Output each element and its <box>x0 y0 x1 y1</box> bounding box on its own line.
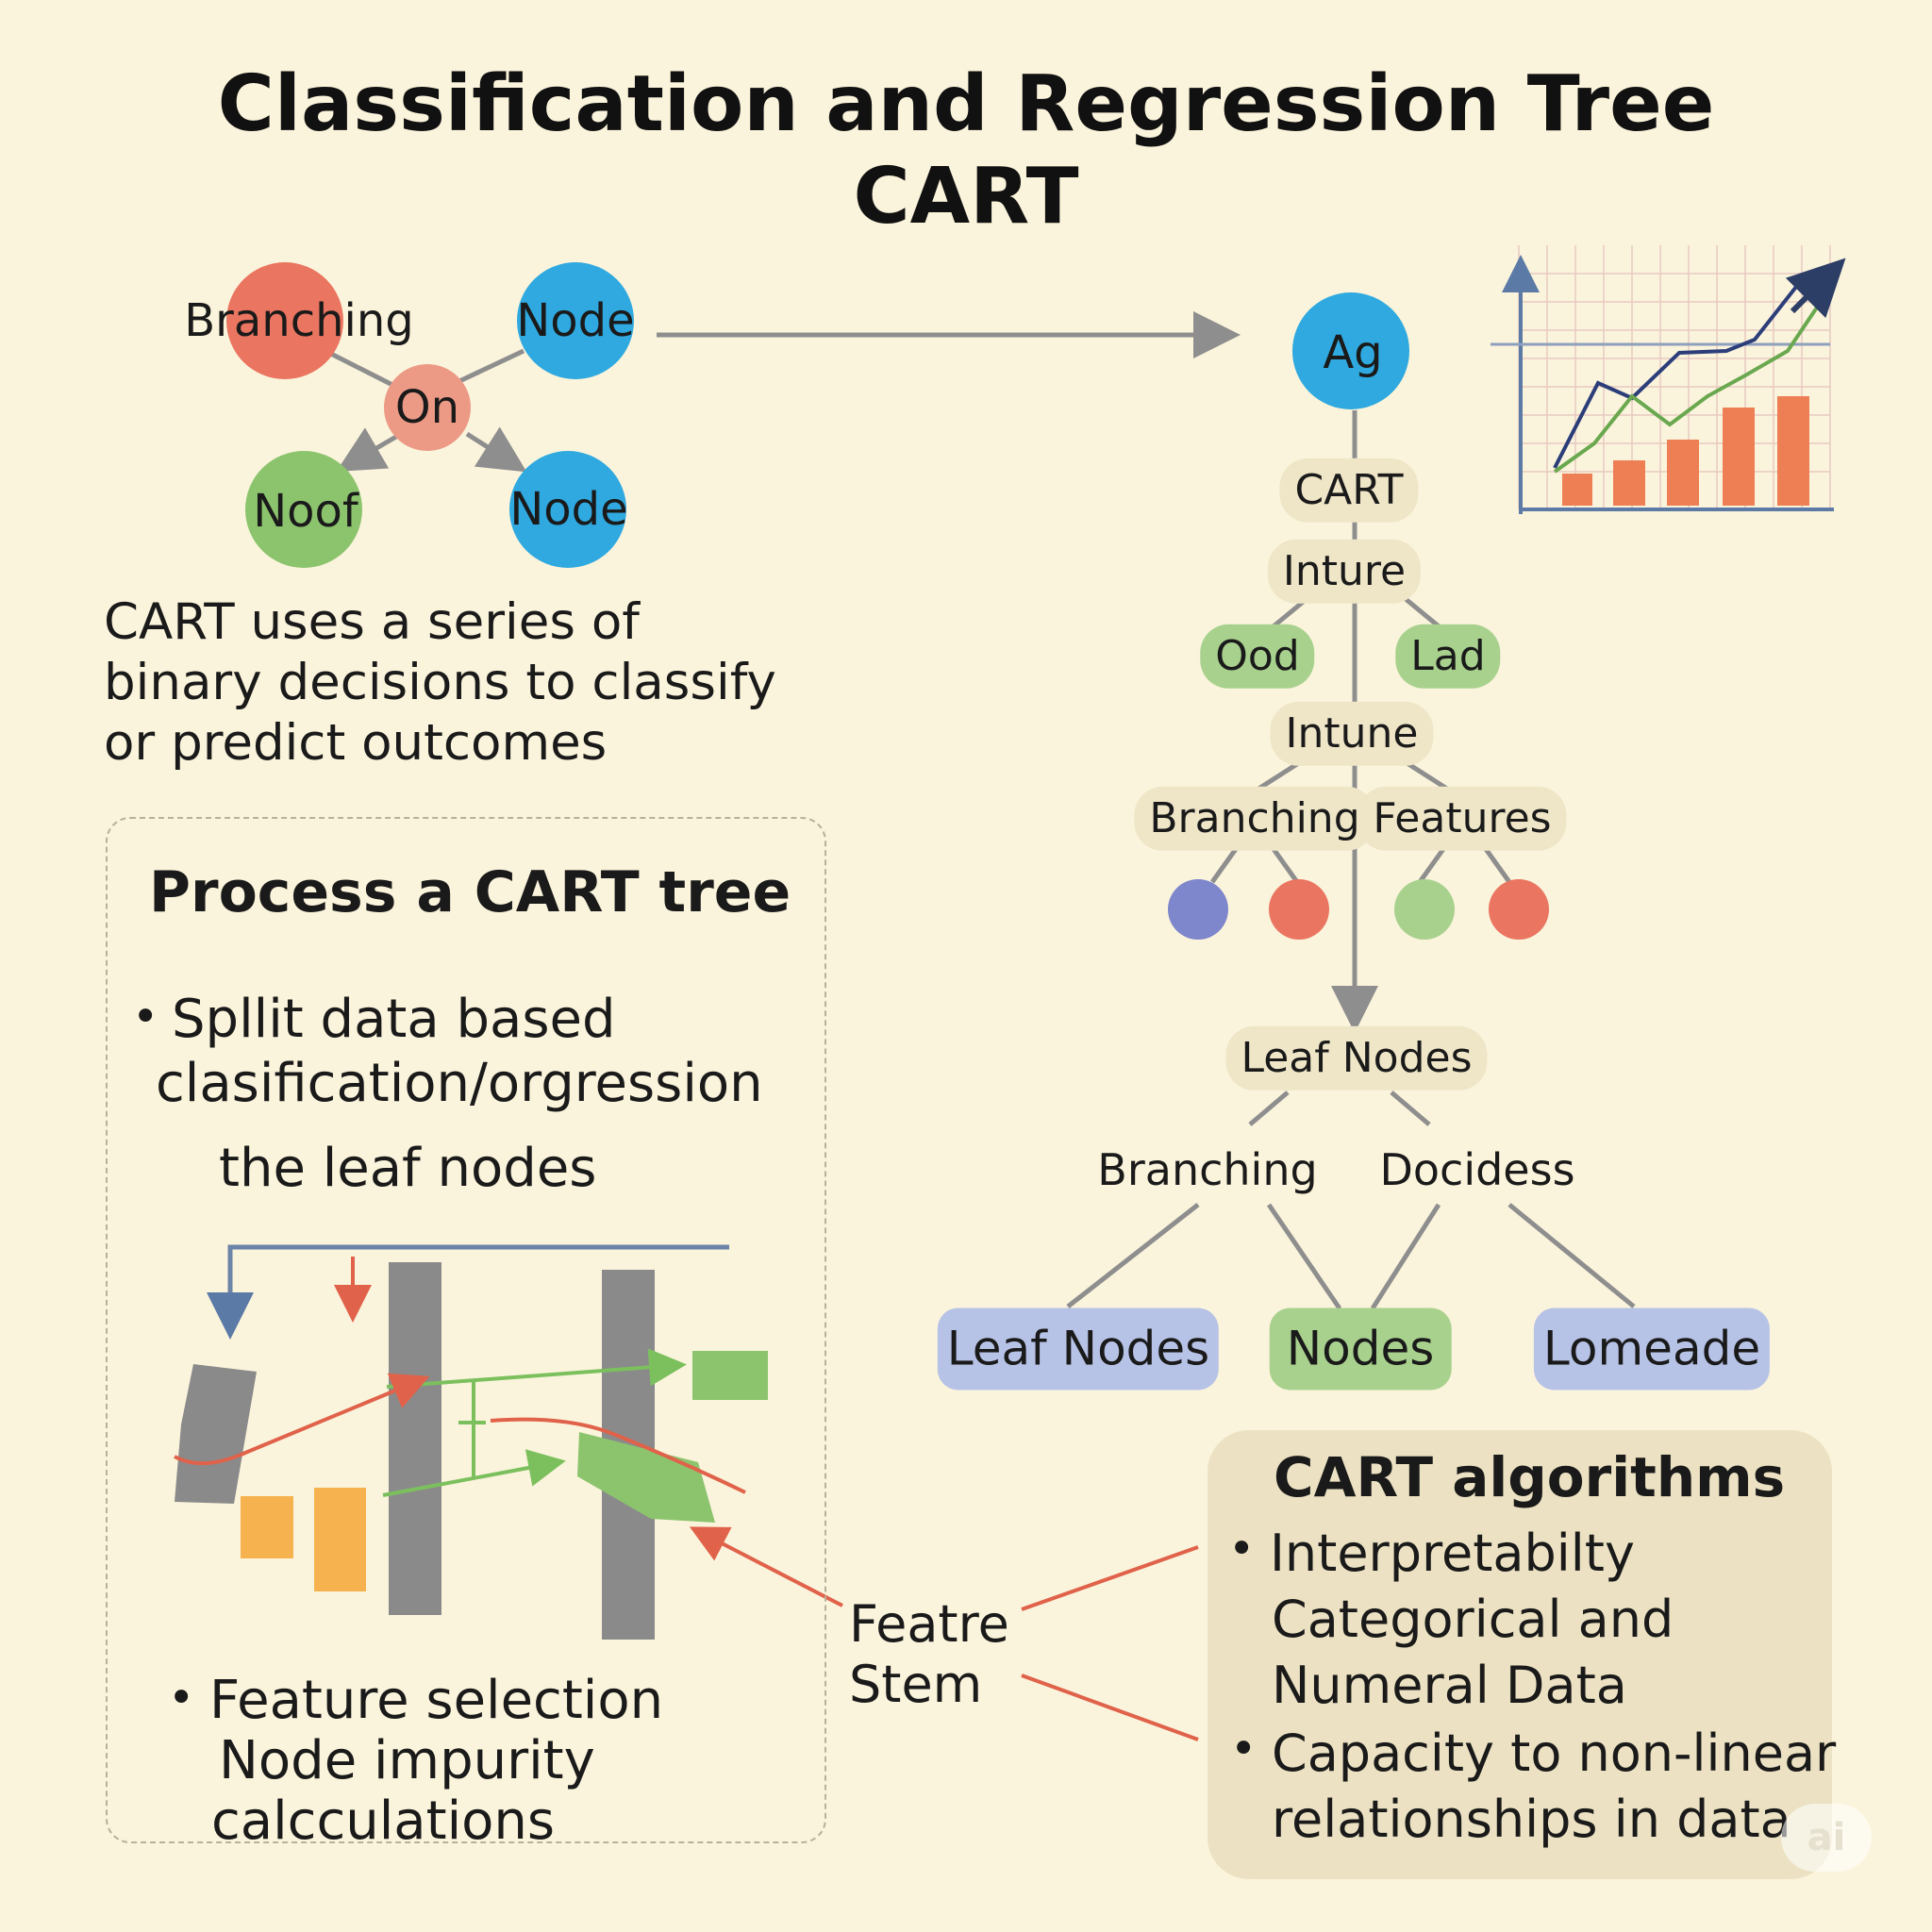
right-tree-intune-label: Intune <box>1270 701 1434 767</box>
mini-chart-bar-5 <box>1777 396 1809 506</box>
feature-to-process-arrow <box>689 1526 843 1607</box>
alg-item2-line1: Capacity to non-linear <box>1272 1724 1837 1783</box>
right-tree-features-label: Features <box>1357 786 1567 852</box>
feature-label-line2: Stem <box>849 1655 983 1714</box>
left-tree-label-center: On <box>394 381 460 434</box>
process-green-block-slanted <box>577 1432 715 1523</box>
title-line-1: Classification and Regression Tree <box>217 59 1715 149</box>
right-tree-branching-label: Branching <box>1134 786 1375 852</box>
process-bullet2-line1: Feature selection <box>209 1670 664 1731</box>
process-bullet-1: • <box>132 991 159 1043</box>
alg-item1-line1: Interpretabilty <box>1270 1524 1635 1583</box>
right-tree-split-right-label: Docidess <box>1379 1144 1575 1195</box>
right-tree-root-label: Ag <box>1323 326 1383 379</box>
right-tree-bottom-nodes: Nodes <box>1269 1307 1452 1391</box>
right-tree-inture-label: Inture <box>1267 539 1422 605</box>
alg-bullet-1: • <box>1228 1523 1256 1575</box>
right-tree-leaf-red-1 <box>1269 879 1329 940</box>
right-tree-bottom-leaf-nodes: Leaf Nodes <box>937 1307 1220 1391</box>
right-tree-ood-label: Ood <box>1200 624 1315 690</box>
feature-to-alg-line-2 <box>1021 1674 1199 1741</box>
algorithms-panel <box>1208 1430 1832 1879</box>
right-tree-bottom-lomeade: Lomeade <box>1533 1307 1771 1391</box>
left-tree-node-red <box>226 262 343 379</box>
watermark-badge: ai <box>1781 1804 1872 1872</box>
mini-chart-bar-4 <box>1723 408 1755 506</box>
right-tree-leaf-nodes-label: Leaf Nodes <box>1225 1025 1488 1091</box>
process-bullet1-line3: the leaf nodes <box>219 1138 597 1199</box>
left-tree-label-bottom-right: Node <box>509 483 628 536</box>
process-top-bracket <box>207 1244 729 1340</box>
process-gray-column-1 <box>389 1262 441 1615</box>
process-bullet1-line2: clasification/orgression <box>156 1053 763 1114</box>
process-orange-block-2 <box>314 1488 366 1591</box>
process-bullet2-line3: calcculations <box>211 1790 556 1852</box>
mini-growth-chart <box>1491 245 1846 514</box>
left-tree-connectors <box>324 348 527 473</box>
left-tree-label-bottom-left: Noof <box>253 485 358 538</box>
process-bullet1-line1: Spllit data based <box>172 989 616 1050</box>
right-tree-leaf-red-2 <box>1489 879 1549 940</box>
mini-chart-bar-2 <box>1613 460 1645 506</box>
right-tree-leaf-purple <box>1168 879 1228 940</box>
alg-item2-line2: relationships in data <box>1272 1790 1791 1849</box>
feature-stem-label: Featre Stem <box>849 1594 1009 1715</box>
process-green-block-right <box>692 1351 768 1400</box>
left-tree-node-center <box>384 364 471 451</box>
process-panel <box>106 817 826 1843</box>
alg-item1-line2: Categorical and <box>1272 1590 1674 1649</box>
page-title: Classification and Regression Tree CART <box>0 58 1932 243</box>
alg-item1-line3: Numeral Data <box>1272 1656 1627 1715</box>
cart-description: CART uses a series of binary decisions t… <box>104 593 776 772</box>
right-tree-split-left-label: Branching <box>1097 1144 1318 1195</box>
process-title: Process a CART tree <box>149 859 791 925</box>
left-tree-node-green <box>245 451 362 568</box>
left-tree-node-blue-bottom <box>509 451 626 568</box>
process-flow-diagram <box>174 1244 843 1640</box>
left-tree-label-top-right: Node <box>516 294 635 347</box>
mini-chart-bar-1 <box>1562 474 1592 506</box>
feature-label-line1: Featre <box>849 1594 1009 1654</box>
process-bullet-2: • <box>168 1672 195 1724</box>
title-line-2: CART <box>853 152 1079 242</box>
alg-bullet-2: • <box>1230 1723 1257 1775</box>
mini-chart-bar-3 <box>1667 440 1699 506</box>
process-orange-block-1 <box>241 1496 293 1558</box>
mini-chart-trend-arrow <box>1785 258 1846 319</box>
right-tree-root-node <box>1292 292 1409 409</box>
right-tree-lad-label: Lad <box>1395 624 1501 690</box>
left-tree-node-blue-top <box>517 262 634 379</box>
process-bullet2-line2: Node impurity <box>219 1730 595 1791</box>
feature-to-alg-line-1 <box>1021 1545 1199 1611</box>
algorithms-title: CART algorithms <box>1274 1445 1786 1509</box>
right-tree-leaf-green <box>1394 879 1455 940</box>
right-tree-cart-label: CART <box>1279 458 1419 524</box>
left-tree-label-top-left: Branching <box>184 294 414 347</box>
process-gray-block <box>175 1364 257 1504</box>
